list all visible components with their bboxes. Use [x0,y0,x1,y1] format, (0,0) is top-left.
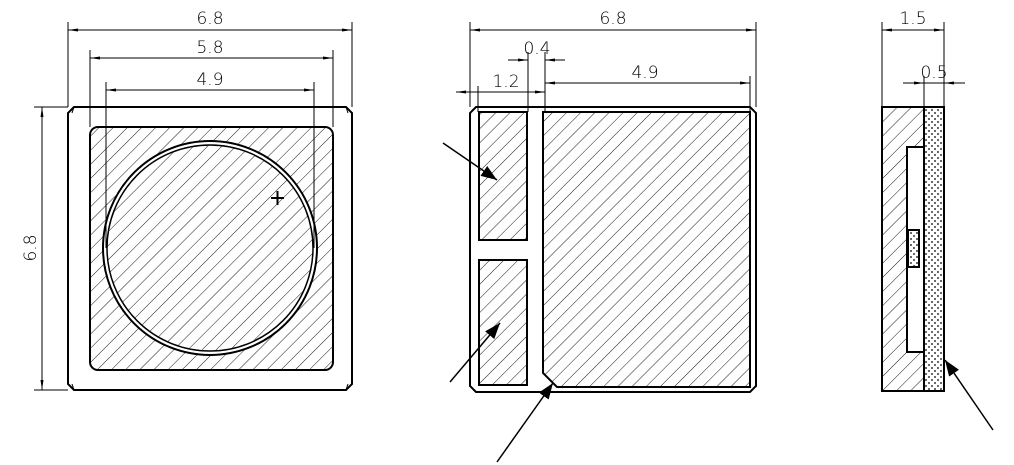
pad-cathode [478,259,528,386]
dim-top-height: 6.8 [21,234,41,261]
chip [907,229,920,268]
polarity-plus-icon [271,191,284,205]
dim-bottom-width: 6.8 [599,9,626,29]
leader-arrows [442,142,554,463]
encapsulant-layer [923,106,945,392]
dim-bottom-small-pad: 1.2 [492,72,519,92]
side-view [881,22,994,431]
dim-side-layer: 0.5 [920,63,947,83]
top-view [34,22,353,391]
dim-side-thickness: 1.5 [899,9,926,29]
dim-top-inner-width: 5.8 [196,38,223,58]
dim-bottom-gap: 0.4 [523,39,550,59]
thermal-pad [542,111,751,388]
leader-arrow [944,359,994,431]
bottom-view [442,22,757,463]
dim-bottom-large-pad: 4.9 [631,63,658,83]
pad-anode [478,111,528,241]
package-outline [469,106,757,393]
dim-top-width: 6.8 [196,9,223,29]
dim-top-lens: 4.9 [196,70,223,90]
